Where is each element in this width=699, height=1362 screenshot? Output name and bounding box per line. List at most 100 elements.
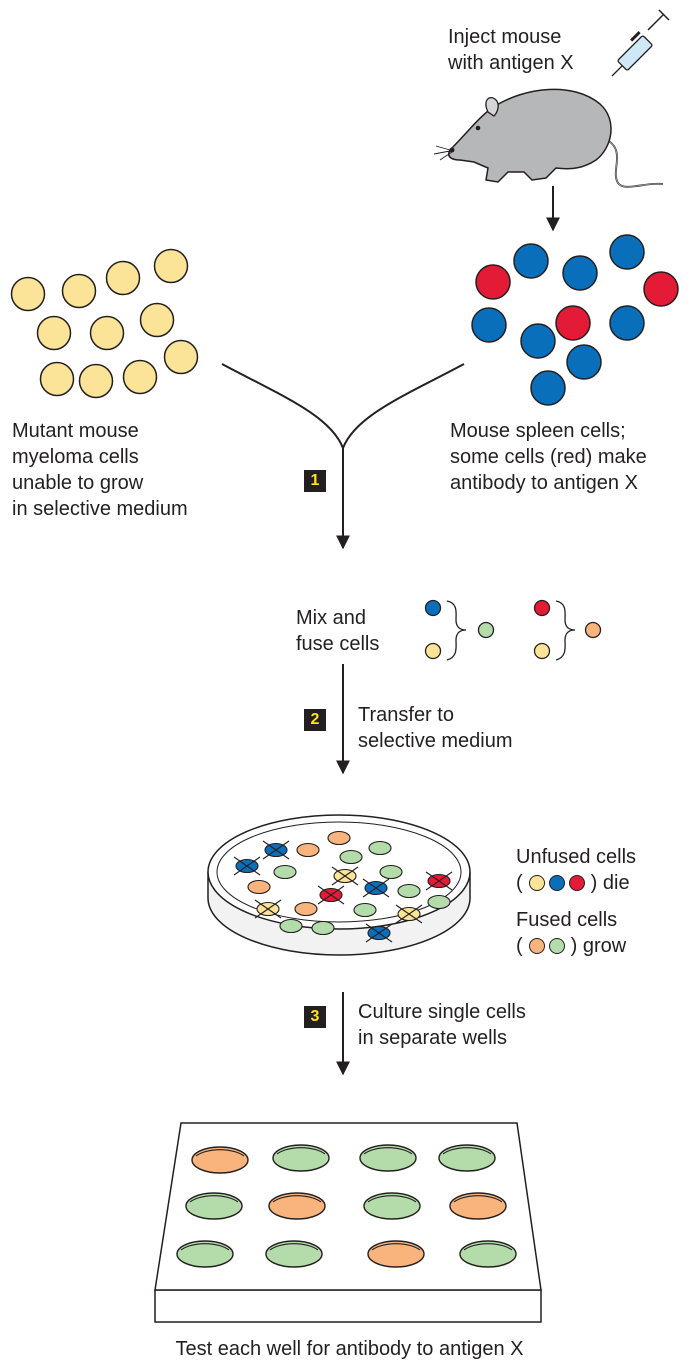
legend-fused-row: ( ) grow: [516, 933, 626, 959]
spleen-cell: [520, 323, 556, 359]
mouse-icon: [433, 88, 664, 188]
spleen-cell: [562, 255, 598, 291]
myeloma-label-line: unable to grow: [12, 472, 144, 494]
myeloma-label: Mutant mouse myeloma cells unable to gro…: [12, 418, 188, 522]
living-cell: [427, 894, 451, 910]
legend-unfused-row: ( ) die: [516, 870, 636, 896]
well: [176, 1240, 234, 1268]
syringe-icon: [611, 9, 670, 77]
well: [268, 1192, 326, 1220]
living-cell: [339, 849, 363, 865]
orange-cell-icon: [528, 938, 545, 954]
dead-cell: [331, 866, 359, 886]
legend-fused: Fused cells ( ) grow: [516, 907, 626, 959]
living-cell: [294, 901, 318, 917]
step-2-label-line: Transfer to: [358, 704, 454, 726]
dead-cell: [317, 885, 345, 905]
yellow-cell-icon: [528, 875, 545, 891]
dead-cell: [262, 840, 290, 860]
myeloma-cell: [153, 248, 189, 284]
test-label: Test each well for antibody to antigen X: [175, 1338, 524, 1360]
myeloma-cell: [61, 273, 97, 309]
legend-unfused: Unfused cells ( ) die: [516, 844, 636, 896]
well: [363, 1192, 421, 1220]
blue-cell-icon: [548, 875, 565, 891]
myeloma-label-line: Mutant mouse: [12, 420, 139, 442]
step-badge-1: 1: [304, 470, 326, 492]
myeloma-cell: [78, 363, 114, 399]
well: [438, 1144, 496, 1172]
spleen-cell: [471, 307, 507, 343]
dish-cell-group: [233, 830, 453, 943]
legend-fused-result: ) grow: [570, 935, 627, 957]
well: [185, 1192, 243, 1220]
myeloma-label-line: myeloma cells: [12, 446, 139, 468]
living-cell: [279, 918, 303, 934]
legend-paren: (: [516, 935, 523, 957]
living-cell: [353, 902, 377, 918]
living-cell: [296, 842, 320, 858]
well: [449, 1192, 507, 1220]
myeloma-cell: [36, 315, 72, 351]
step-2-label-line: selective medium: [358, 730, 513, 752]
spleen-cell: [609, 305, 645, 341]
step-2-label: Transfer to selective medium: [358, 702, 513, 754]
dead-cell: [362, 878, 390, 898]
legend-paren: (: [516, 872, 523, 894]
dead-cell: [395, 904, 423, 924]
spleen-cell: [530, 370, 566, 406]
antibody-cell: [475, 264, 511, 300]
myeloma-cell: [122, 359, 158, 395]
mix-label: Mix and fuse cells: [296, 605, 379, 657]
myeloma-cell-group: [10, 248, 199, 399]
well: [272, 1144, 330, 1172]
living-cell: [273, 864, 297, 880]
spleen-label-line: Mouse spleen cells;: [450, 420, 626, 442]
myeloma-cell: [105, 260, 141, 296]
dead-cell: [425, 871, 453, 891]
mix-label-line: Mix and: [296, 607, 367, 629]
well: [265, 1240, 323, 1268]
red-cell-icon: [568, 875, 585, 891]
step-badge-2: 2: [304, 709, 326, 731]
step-badge-3: 3: [304, 1006, 326, 1028]
dead-cell: [233, 856, 261, 876]
mix-label-line: fuse cells: [296, 633, 380, 655]
well-group: [176, 1144, 517, 1268]
legend-fused-title: Fused cells: [516, 909, 618, 931]
myeloma-cell: [39, 361, 75, 397]
living-cell: [247, 879, 271, 895]
myeloma-cell: [89, 315, 125, 351]
well: [367, 1240, 425, 1268]
well: [191, 1146, 249, 1174]
spleen-label: Mouse spleen cells; some cells (red) mak…: [450, 418, 647, 496]
inject-label-line: with antigen X: [448, 52, 574, 74]
living-cell: [311, 920, 335, 936]
spleen-label-line: some cells (red) make: [450, 446, 647, 468]
antibody-cell: [643, 271, 679, 307]
myeloma-cell: [10, 276, 46, 312]
spleen-label-line: antibody to antigen X: [450, 472, 638, 494]
well: [359, 1144, 417, 1172]
spleen-cell-group: [471, 234, 679, 406]
legend-unfused-title: Unfused cells: [516, 846, 637, 868]
green-cell-icon: [548, 938, 565, 954]
antibody-cell: [555, 305, 591, 341]
fusion-illustration: [424, 599, 602, 661]
living-cell: [397, 883, 421, 899]
living-cell: [379, 864, 403, 880]
dead-cell: [254, 899, 282, 919]
myeloma-cell: [139, 302, 175, 338]
dead-cell: [365, 923, 393, 943]
spleen-cell: [566, 344, 602, 380]
living-cell: [327, 830, 351, 846]
merge-arrow: [221, 363, 465, 550]
legend-unfused-result: ) die: [590, 872, 630, 894]
spleen-cell: [513, 243, 549, 279]
step-3-label-line: Culture single cells: [358, 1001, 526, 1023]
myeloma-cell: [163, 339, 199, 375]
step-3-label-line: in separate wells: [358, 1027, 507, 1049]
living-cell: [368, 840, 392, 856]
myeloma-label-line: in selective medium: [12, 498, 188, 520]
